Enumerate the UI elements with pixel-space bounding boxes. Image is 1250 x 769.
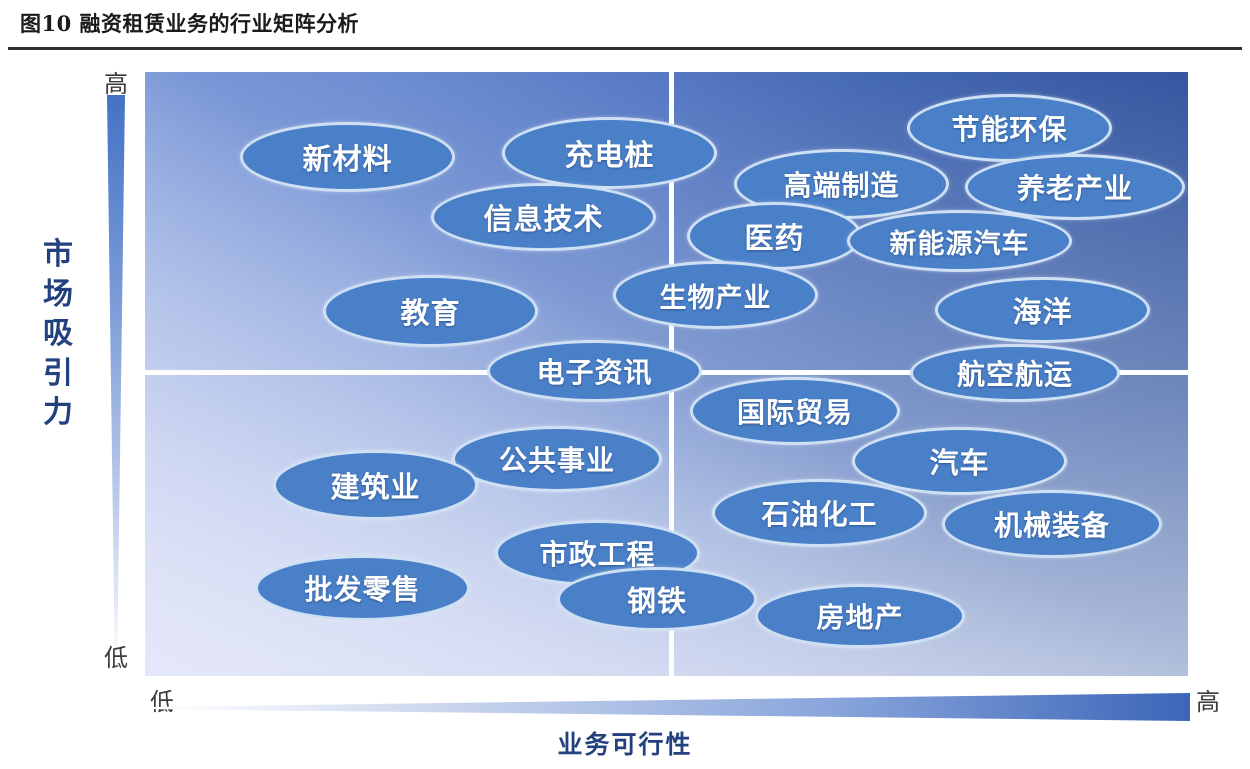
bubble-dianzizixun[interactable]: 电子资讯 bbox=[487, 340, 702, 402]
bubble-label: 新能源汽车 bbox=[889, 228, 1030, 260]
bubble-pifalingshou[interactable]: 批发零售 bbox=[255, 555, 470, 621]
bubble-label: 养老产业 bbox=[1016, 172, 1133, 205]
bubble-label: 节能环保 bbox=[951, 113, 1068, 146]
bubble-label: 航空航运 bbox=[956, 358, 1073, 391]
bubble-label: 充电桩 bbox=[564, 138, 655, 172]
bubble-guojimaoyi[interactable]: 国际贸易 bbox=[690, 377, 900, 445]
x-axis-title: 业务可行性 bbox=[557, 730, 693, 759]
bubble-gonggongshiye[interactable]: 公共事业 bbox=[452, 426, 662, 492]
bubble-jiaoyu[interactable]: 教育 bbox=[323, 275, 538, 347]
y-axis-title-char-2: 场 bbox=[43, 276, 73, 312]
bubble-yiyao[interactable]: 医药 bbox=[687, 202, 862, 270]
bubble-label: 钢铁 bbox=[626, 584, 687, 618]
bubble-chongdianzhuang[interactable]: 充电桩 bbox=[502, 117, 717, 189]
y-axis-title-char-4: 引 bbox=[43, 355, 73, 391]
bubble-label: 房地产 bbox=[816, 601, 904, 634]
bubble-shengwuchanye[interactable]: 生物产业 bbox=[613, 261, 818, 329]
bubble-label: 电子资讯 bbox=[536, 356, 653, 389]
bubble-haiyang[interactable]: 海洋 bbox=[935, 277, 1150, 343]
bubble-jienenghuanbao[interactable]: 节能环保 bbox=[907, 94, 1112, 162]
bubble-label: 机械装备 bbox=[993, 509, 1110, 542]
matrix-plot-area: 新材料 充电桩高端制造 节能环保养老产业信息技术医药 新能源汽车生物产业 教育 海洋电子资… bbox=[145, 72, 1188, 676]
bubble-label: 石油化工 bbox=[761, 498, 878, 531]
bubble-label: 建筑业 bbox=[330, 470, 421, 504]
bubble-jixiezhuangbei[interactable]: 机械装备 bbox=[942, 490, 1162, 558]
x-axis: 低 高 业务可行性 bbox=[0, 676, 1250, 769]
bubble-label: 新材料 bbox=[302, 142, 393, 176]
page-title: 图10 融资租赁业务的行业矩阵分析 bbox=[20, 11, 360, 36]
bubble-label: 高端制造 bbox=[783, 169, 900, 202]
y-axis-low-label: 低 bbox=[104, 644, 128, 672]
bubble-label: 公共事业 bbox=[498, 444, 615, 477]
y-axis: 高 市 场 吸 引 力 低 bbox=[0, 60, 145, 690]
bubble-xinnengyuanqiche[interactable]: 新能源汽车 bbox=[847, 210, 1072, 272]
bubble-label: 生物产业 bbox=[659, 282, 772, 314]
bubble-hangkonghangyun[interactable]: 航空航运 bbox=[910, 344, 1120, 402]
y-axis-title-char-5: 力 bbox=[43, 395, 73, 431]
y-axis-title-char-1: 市 bbox=[43, 237, 73, 272]
y-axis-title: 市 场 吸 引 力 bbox=[38, 235, 78, 433]
x-axis-high-label: 高 bbox=[1196, 688, 1220, 716]
header-divider-rule bbox=[8, 47, 1242, 50]
figure-header: 图10 融资租赁业务的行业矩阵分析 bbox=[0, 0, 1250, 56]
bubble-xinxijishu[interactable]: 信息技术 bbox=[431, 183, 656, 251]
bubble-xincailiao[interactable]: 新材料 bbox=[240, 122, 455, 192]
bubble-label: 信息技术 bbox=[483, 202, 604, 236]
bubble-label: 批发零售 bbox=[304, 573, 421, 606]
bubble-jianzhuye[interactable]: 建筑业 bbox=[273, 450, 478, 520]
y-axis-arrow-icon bbox=[104, 95, 128, 680]
y-axis-title-char-3: 吸 bbox=[43, 316, 73, 352]
bubble-shiyouhuagong[interactable]: 石油化工 bbox=[712, 479, 927, 547]
bubble-yanglaochanye[interactable]: 养老产业 bbox=[965, 154, 1185, 220]
x-axis-low-label: 低 bbox=[150, 688, 174, 716]
bubble-label: 国际贸易 bbox=[736, 396, 853, 429]
bubble-label: 海洋 bbox=[1012, 295, 1073, 329]
y-axis-high-label: 高 bbox=[104, 70, 128, 98]
bubble-label: 医药 bbox=[744, 221, 805, 255]
bubble-qiche[interactable]: 汽车 bbox=[852, 427, 1067, 495]
x-axis-arrow-icon bbox=[150, 690, 1190, 729]
bubble-label: 教育 bbox=[400, 296, 461, 330]
bubble-label: 市政工程 bbox=[539, 538, 656, 571]
bubble-label: 汽车 bbox=[929, 446, 990, 480]
bubble-fangdichan[interactable]: 房地产 bbox=[755, 584, 965, 648]
bubble-gangtie[interactable]: 钢铁 bbox=[557, 567, 757, 631]
